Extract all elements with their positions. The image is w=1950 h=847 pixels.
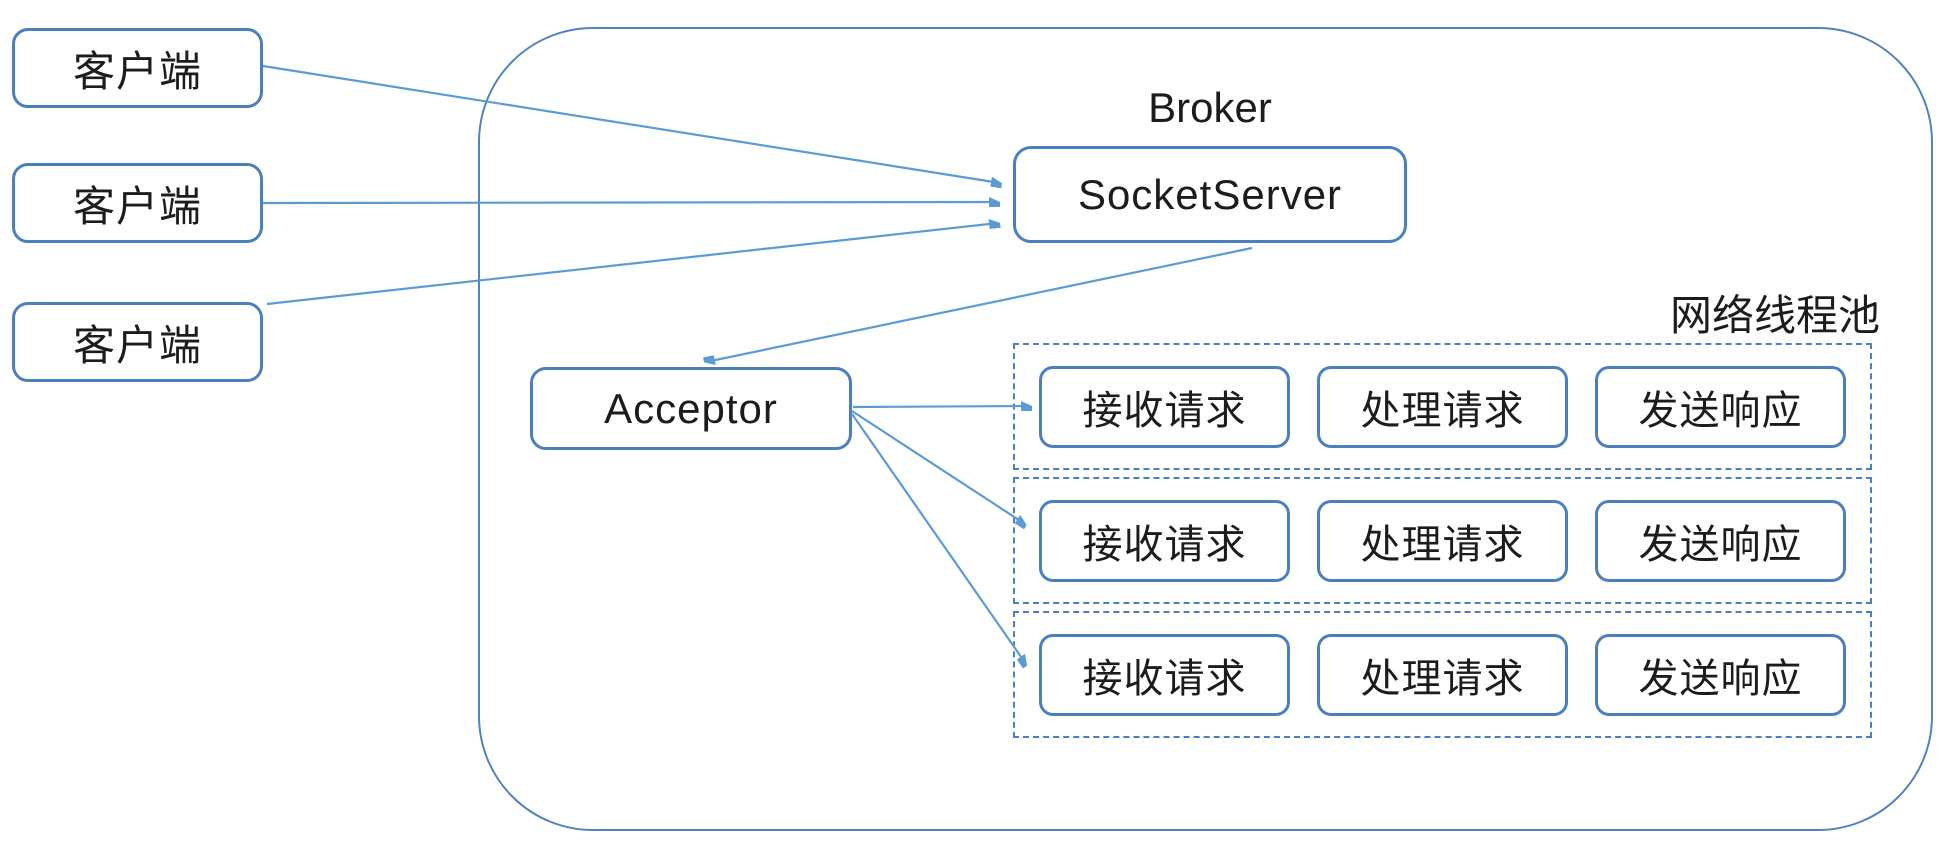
process-request-box: 处理请求: [1317, 633, 1568, 716]
process-request-box: 处理请求: [1317, 499, 1568, 582]
thread-pool-row-3: 接收请求 处理请求 发送响应: [1013, 611, 1872, 738]
client-box-1: 客户端: [12, 28, 263, 108]
client-box-2: 客户端: [12, 163, 263, 243]
receive-request-box: 接收请求: [1039, 633, 1290, 716]
broker-container: [478, 27, 1933, 831]
acceptor-box: Acceptor: [530, 367, 852, 450]
send-response-box: 发送响应: [1595, 499, 1846, 582]
network-thread-pool-label: 网络线程池: [1669, 292, 1880, 339]
broker-title: Broker: [1148, 84, 1272, 131]
send-response-box: 发送响应: [1595, 365, 1846, 448]
process-request-box: 处理请求: [1317, 365, 1568, 448]
receive-request-box: 接收请求: [1039, 365, 1290, 448]
socketserver-box: SocketServer: [1013, 146, 1407, 243]
client-box-3: 客户端: [12, 302, 263, 382]
thread-pool-row-2: 接收请求 处理请求 发送响应: [1013, 477, 1872, 604]
send-response-box: 发送响应: [1595, 633, 1846, 716]
thread-pool-row-1: 接收请求 处理请求 发送响应: [1013, 343, 1872, 470]
receive-request-box: 接收请求: [1039, 499, 1290, 582]
